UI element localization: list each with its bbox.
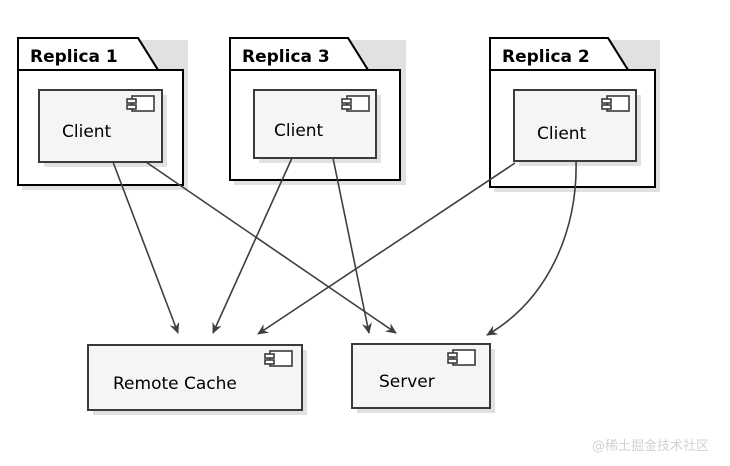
edge-client3-remote-cache	[212, 157, 293, 334]
diagram-edges	[112, 157, 577, 336]
watermark-label: @稀土掘金技术社区	[592, 438, 709, 454]
package-title-replica-3: Replica 3	[242, 47, 330, 67]
package-title-replica-2: Replica 2	[502, 47, 590, 67]
component-remote-cache-group[interactable]: Remote Cache	[87, 344, 307, 415]
edge-client2-server	[486, 160, 577, 336]
component-icon	[264, 350, 293, 367]
component-server-group[interactable]: Server	[351, 343, 495, 413]
edge-client1-remote-cache	[112, 161, 180, 334]
component-icon	[126, 95, 155, 112]
package-replica-3[interactable]: Replica 3 Client	[229, 37, 401, 181]
component-label-server: Server	[379, 372, 435, 392]
edge-client2-remote-cache	[257, 162, 516, 335]
component-label-client-1: Client	[62, 122, 112, 142]
component-icon	[601, 95, 630, 112]
component-icon	[447, 349, 476, 366]
edge-client3-server	[332, 157, 372, 334]
component-label-client-3: Client	[274, 121, 324, 141]
component-icon	[341, 95, 370, 112]
package-title-replica-1: Replica 1	[30, 47, 118, 67]
edge-client1-server	[145, 161, 397, 334]
component-label-remote-cache: Remote Cache	[113, 374, 237, 394]
package-replica-1[interactable]: Replica 1 Client	[17, 37, 184, 186]
component-label-client-2: Client	[537, 124, 587, 144]
package-replica-2[interactable]: Replica 2 Client	[489, 37, 656, 188]
